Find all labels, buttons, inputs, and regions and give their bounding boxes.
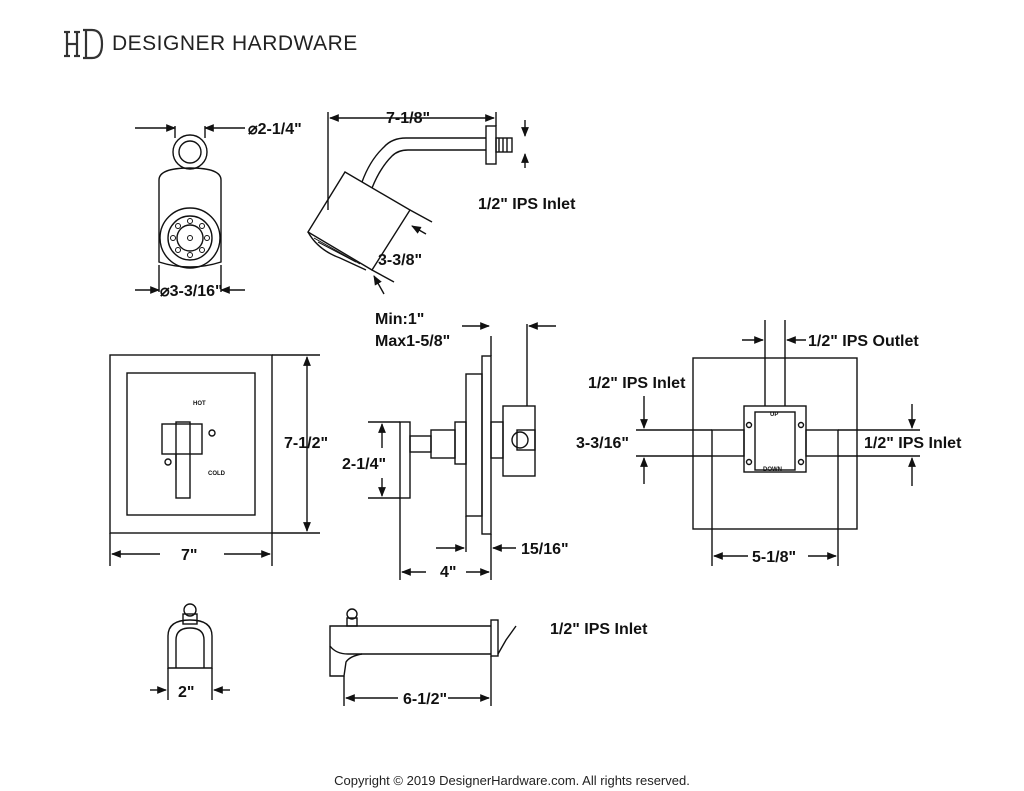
max-depth-label: Max1-5/8" [375, 333, 450, 350]
cold-label: COLD [208, 471, 226, 477]
valve-outlet-label: 1/2" IPS Outlet [808, 333, 919, 350]
valve-back-width-label: 5-1/8" [752, 549, 796, 566]
head-depth-label: 3-3/8" [378, 252, 422, 269]
hot-label: HOT [193, 401, 206, 407]
shower-head-front-view [135, 124, 245, 294]
shower-inlet-label: 1/2" IPS Inlet [478, 196, 576, 213]
valve-depth-label: 4" [440, 564, 456, 581]
spout-width-label: 2" [178, 684, 194, 701]
tub-spout-front-view [150, 603, 230, 700]
brand-header: DESIGNER HARDWARE [62, 24, 358, 64]
brand-name: DESIGNER HARDWARE [112, 32, 358, 55]
spout-inlet-label: 1/2" IPS Inlet [550, 621, 648, 638]
trim-width-label: 7" [181, 547, 197, 564]
shower-head-side-view [307, 112, 529, 295]
dh-monogram-icon [64, 28, 104, 60]
valve-inlet-left-label: 1/2" IPS Inlet [588, 375, 686, 392]
min-depth-label: Min:1" [375, 311, 424, 328]
down-label: DOWN [763, 467, 782, 473]
trim-height-label: 7-1/2" [284, 435, 328, 452]
spout-length-label: 6-1/2" [403, 691, 447, 708]
copyright-notice: Copyright © 2019 DesignerHardware.com. A… [334, 773, 690, 788]
up-label: UP [770, 412, 778, 418]
valve-trim-front-view [109, 354, 320, 566]
tub-spout-side-view [329, 608, 517, 706]
valve-back-view [636, 320, 920, 566]
shower-reach-label: 7-1/8" [386, 110, 430, 127]
handle-height-label: 2-1/4" [342, 456, 386, 473]
arm-diameter-label: ⌀2-1/4" [248, 121, 302, 138]
valve-side-view [368, 322, 556, 580]
valve-inlet-right-label: 1/2" IPS Inlet [864, 435, 962, 452]
body-depth-label: 15/16" [521, 541, 569, 558]
head-diameter-label: ⌀3-3/16" [160, 283, 223, 300]
valve-back-height-label: 3-3/16" [576, 435, 629, 452]
